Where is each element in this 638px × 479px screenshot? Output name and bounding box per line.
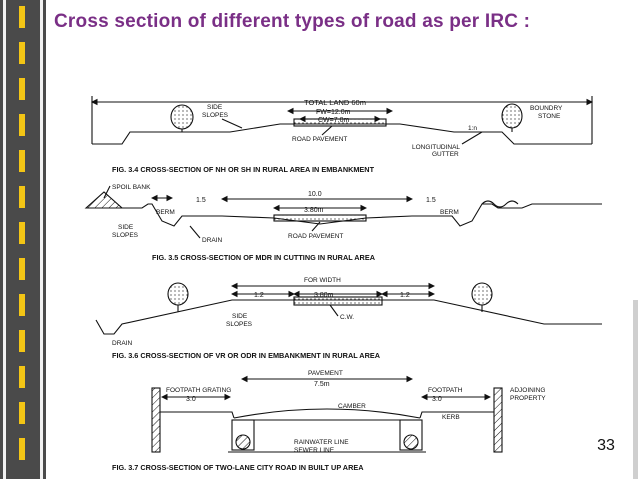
lane-marking — [19, 402, 25, 424]
label-footpath-grating: FOOTPATH GRATING — [166, 387, 231, 394]
drain-box — [231, 419, 255, 451]
tree-icon — [170, 104, 194, 132]
road-cross-section-diagrams: TOTAL LAND 60m FW=12.0m CW=7.0m SIDE SLO… — [82, 86, 628, 478]
lane-marking — [19, 186, 25, 208]
label-sewer-line: SEWER LINE — [294, 447, 335, 454]
label-drain: DRAIN — [202, 237, 223, 244]
lane-marking — [19, 258, 25, 280]
carriageway-block — [293, 296, 383, 306]
lane-marking — [19, 78, 25, 100]
label-total-land: TOTAL LAND 60m — [304, 98, 366, 107]
road-strip-decoration — [0, 0, 46, 479]
label-property: PROPERTY — [510, 395, 546, 402]
label-spoil-bank: SPOIL BANK — [112, 184, 151, 191]
label-berm-left-width: 1.5 — [196, 197, 206, 204]
label-rainwater-line: RAINWATER LINE — [294, 439, 349, 446]
lane-marking — [19, 294, 25, 316]
embankment-profile — [95, 299, 602, 335]
lane-marking — [19, 222, 25, 244]
label-slopes: SLOPES — [202, 112, 229, 119]
sewer-pipe — [235, 434, 251, 450]
label-adjoining: ADJOINING — [510, 387, 545, 394]
label-boundry: BOUNDRY — [530, 105, 563, 112]
lane-marking — [19, 114, 25, 136]
label-berm-left: BERM — [156, 209, 175, 216]
label-fw: FW=12.0m — [316, 109, 351, 116]
label-berm-right-width: 1.5 — [426, 197, 436, 204]
lane-marking — [19, 150, 25, 172]
label-side: SIDE — [207, 104, 223, 111]
label-side: SIDE — [118, 224, 134, 231]
tree-icon — [167, 282, 189, 312]
label-for-width: FOR WIDTH — [304, 277, 341, 284]
label-cw: C.W. — [340, 314, 354, 321]
label-kerb: KERB — [442, 414, 460, 421]
road-edge-line — [3, 0, 6, 479]
road-pavement-block — [293, 118, 387, 127]
fig-3-5-mdr-cutting: SPOIL BANK 1.5 10.0 3.80m 1.5 BERM BERM … — [84, 184, 602, 262]
label-footpath-right-width: 3.0 — [432, 396, 442, 403]
lane-marking — [19, 6, 25, 28]
lane-marking — [19, 438, 25, 460]
label-width-pavement: 3.80m — [304, 207, 324, 214]
label-stone: STONE — [538, 113, 561, 120]
label-width-center: 3.80m — [314, 292, 334, 299]
label-width-total: 10.0 — [308, 191, 322, 198]
slide-title: Cross section of different types of road… — [54, 11, 531, 32]
label-road-pavement: ROAD PAVEMENT — [288, 233, 343, 240]
label-longitudinal: LONGITUDINAL — [412, 144, 460, 151]
label-drain: DRAIN — [112, 340, 133, 347]
camber-curve — [233, 408, 421, 419]
caption-fig-3-7: FIG. 3.7 CROSS-SECTION OF TWO-LANE CITY … — [112, 463, 364, 472]
road-pavement-block — [273, 214, 367, 222]
label-pavement: PAVEMENT — [308, 370, 343, 377]
label-slope-ratio: 1:n — [468, 125, 477, 132]
boundary-wall — [151, 387, 161, 453]
caption-fig-3-5: FIG. 3.5 CROSS-SECTION OF MDR IN CUTTING… — [152, 253, 376, 262]
fig-3-7-city-road: PAVEMENT 7.5m FOOTPATH GRATING 3.0 FOOTP… — [112, 370, 546, 472]
lane-marking — [19, 42, 25, 64]
fig-3-4-nh-embankment: TOTAL LAND 60m FW=12.0m CW=7.0m SIDE SLO… — [90, 96, 594, 174]
road-edge-line — [40, 0, 43, 479]
caption-fig-3-6: FIG. 3.6 CROSS-SECTION OF VR OR ODR IN E… — [112, 351, 381, 360]
right-rail-decoration — [633, 300, 638, 479]
label-slopes: SLOPES — [112, 232, 139, 239]
spoil-bank-mound — [84, 191, 124, 209]
tree-icon — [501, 103, 523, 132]
label-berm-right: BERM — [440, 209, 459, 216]
fig-3-6-vr-embankment: FOR WIDTH 1.2 3.80m 1.2 SIDE SLOPES C.W.… — [95, 277, 602, 360]
label-road-pavement: ROAD PAVEMENT — [292, 136, 347, 143]
label-camber: CAMBER — [338, 403, 366, 410]
label-width-left: 1.2 — [254, 292, 264, 299]
lane-marking — [19, 366, 25, 388]
sewer-pipe — [403, 434, 419, 450]
label-slopes: SLOPES — [226, 321, 253, 328]
boundary-wall — [493, 387, 503, 453]
label-footpath-left-width: 3.0 — [186, 396, 196, 403]
label-footpath: FOOTPATH — [428, 387, 463, 394]
page-number: 33 — [597, 437, 615, 454]
lane-marking — [19, 330, 25, 352]
label-width-right: 1.2 — [400, 292, 410, 299]
caption-fig-3-4: FIG. 3.4 CROSS-SECTION OF NH OR SH IN RU… — [112, 165, 375, 174]
drain-box — [399, 419, 423, 451]
tree-icon — [471, 282, 493, 312]
label-pavement-width: 7.5m — [314, 381, 330, 388]
label-gutter: GUTTER — [432, 151, 459, 158]
label-side: SIDE — [232, 313, 248, 320]
